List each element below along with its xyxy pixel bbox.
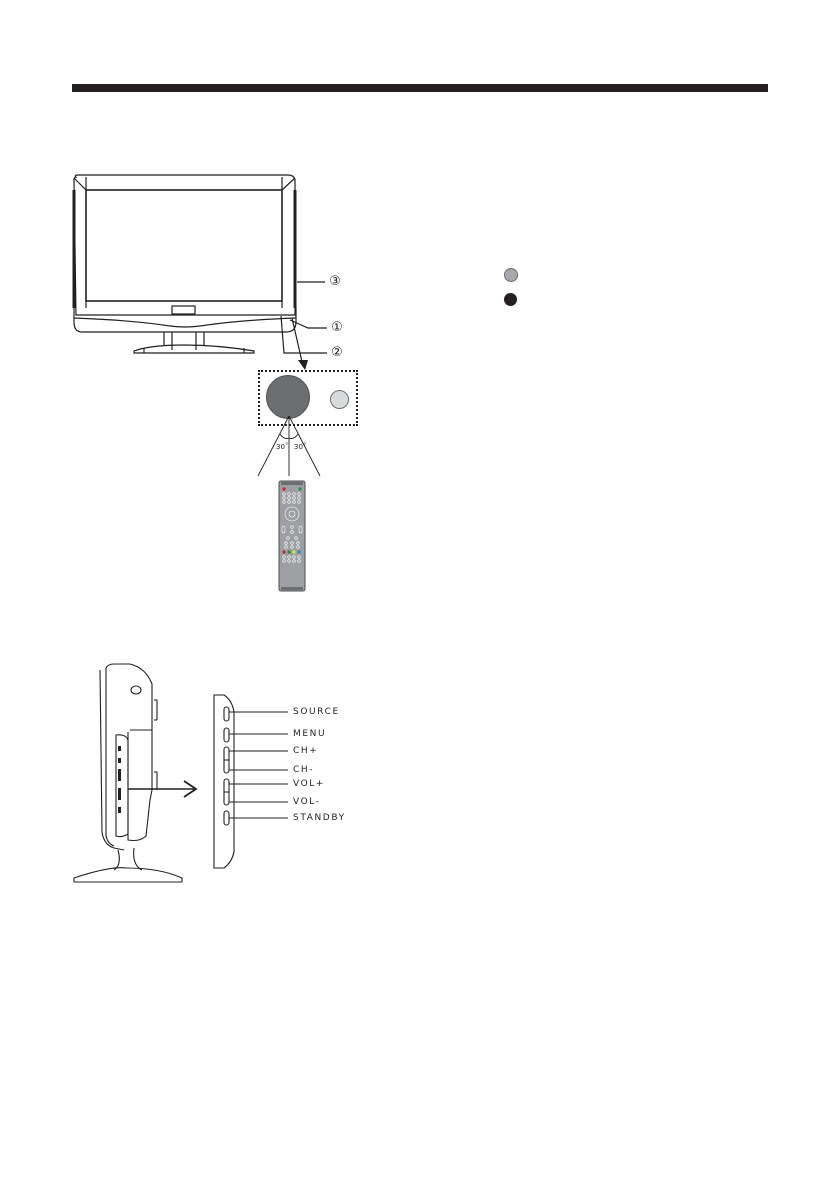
header-rule [72,84,768,92]
button-label-vol-plus: VOL+ [293,779,326,789]
callout-3: ③ [329,274,341,289]
button-label-ch-minus: CH- [293,765,315,775]
indicator-lens-icon [330,390,349,409]
button-label-vol-minus: VOL- [293,797,321,807]
led-gray-circle-icon [504,268,518,282]
button-label-ch-plus: CH+ [293,746,319,756]
angle-left-label: 30˚ [276,443,289,451]
callout-2: ② [331,345,343,360]
angle-right-label: 30˚ [294,443,307,451]
button-label-source: SOURCE [293,707,340,717]
callout-1: ① [331,320,343,335]
led-black-circle-icon [504,293,517,306]
tv-side-illustration [73,663,198,883]
remote-control-illustration [278,480,306,592]
button-label-menu: MENU [293,729,327,739]
side-control-panel [213,694,288,869]
ir-sensor-icon [266,375,310,419]
tv-front-illustration [72,174,327,370]
button-label-standby: STANDBY [293,813,346,823]
sensor-detail-box [258,370,358,426]
reception-angle-lines [257,415,321,477]
